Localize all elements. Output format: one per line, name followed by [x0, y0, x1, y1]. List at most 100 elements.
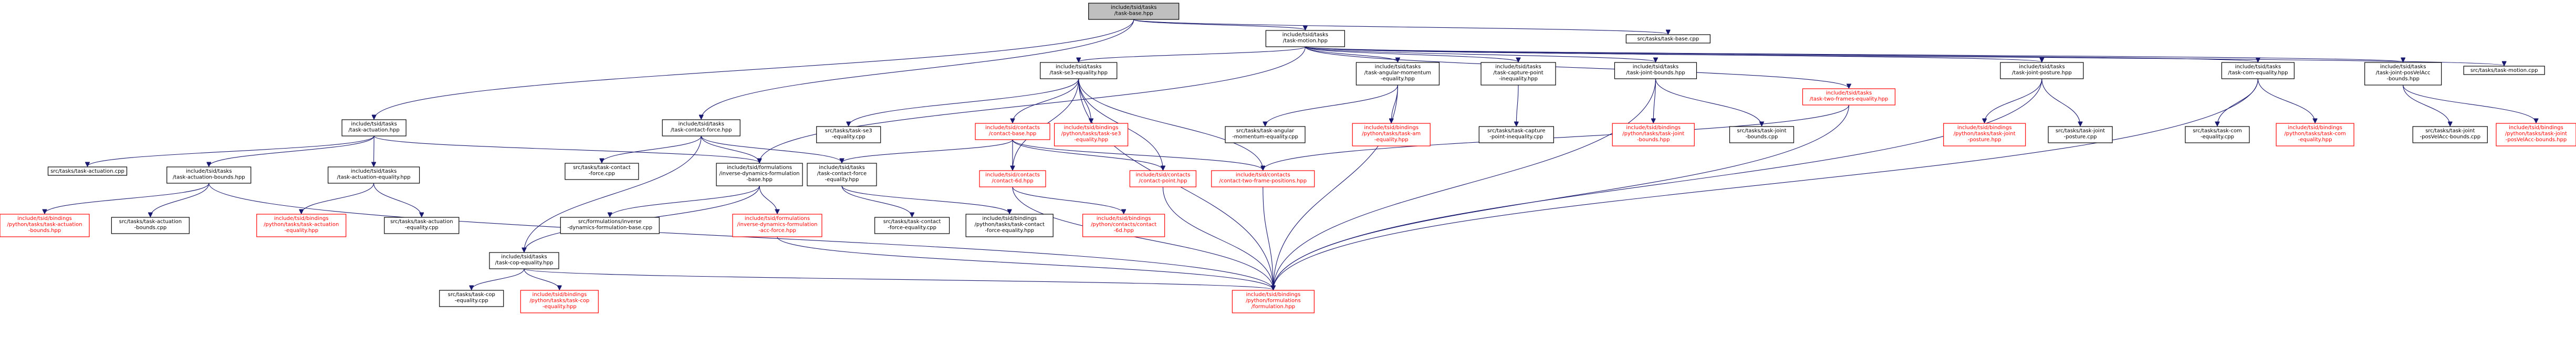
graph-node[interactable]: include/tsid/bindings/python/tasks/task-… [2496, 123, 2576, 146]
graph-node[interactable]: include/tsid/bindings/python/contacts/co… [1082, 214, 1165, 237]
graph-node[interactable]: include/tsid/tasks/task-actuation-bounds… [166, 166, 252, 184]
graph-node[interactable]: include/tsid/bindings/python/tasks/task-… [1054, 123, 1129, 146]
graph-node[interactable]: include/tsid/bindings/python/tasks/task-… [0, 214, 90, 237]
node-label-line: src/formulations/inverse [578, 219, 642, 225]
node-label-line: include/tsid/bindings [1064, 125, 1119, 131]
graph-node[interactable]: src/tasks/task-joint-bounds.cpp [1729, 126, 1795, 143]
dependency-edge [841, 185, 1009, 214]
graph-node[interactable]: include/tsid/tasks/task-contact-force.hp… [662, 119, 741, 136]
dependency-edge [610, 185, 760, 217]
graph-node[interactable]: include/tsid/bindings/python/tasks/task-… [520, 290, 599, 313]
graph-node[interactable]: src/tasks/task-contact-force-equality.cp… [874, 217, 950, 234]
graph-node[interactable]: include/tsid/bindings/python/tasks/task-… [1943, 123, 2026, 146]
node-box [1211, 170, 1315, 187]
node-label-line: include/tsid/bindings [2288, 125, 2342, 131]
node-box [1478, 126, 1554, 143]
node-label-line: include/tsid/bindings [532, 292, 587, 298]
node-box [1729, 126, 1795, 143]
node-box [2496, 123, 2576, 146]
node-label-line: -equality.hpp [825, 177, 859, 183]
graph-node[interactable]: src/tasks/task-actuation-bounds.cpp [111, 217, 190, 234]
graph-node[interactable]: src/tasks/task-cop-equality.cpp [439, 290, 504, 307]
dependency-edge [1263, 104, 1850, 170]
graph-node[interactable]: include/tsid/contacts/contact-two-frame-… [1211, 170, 1315, 187]
graph-node[interactable]: include/tsid/tasks/task-com-equality.hpp [2221, 62, 2295, 79]
dependency-edge [1263, 186, 1274, 290]
node-label-line: /task-joint-posture.hpp [2012, 70, 2072, 76]
dependency-edge [1133, 19, 1306, 30]
node-label-line: include/tsid/tasks [1111, 5, 1157, 10]
graph-node[interactable]: include/tsid/tasks/task-se3-equality.hpp [1040, 62, 1118, 79]
node-label-line: src/tasks/task-se3 [825, 128, 872, 134]
graph-node[interactable]: src/tasks/task-joint-posVelAcc-bounds.cp… [2412, 126, 2488, 143]
graph-node[interactable]: include/tsid/tasks/task-capture-point-in… [1480, 62, 1556, 86]
dependency-edge [45, 183, 210, 214]
dependency-edge [1305, 46, 2403, 62]
graph-node[interactable]: src/tasks/task-capture-point-inequality.… [1478, 126, 1554, 143]
graph-node[interactable]: include/tsid/contacts/contact-6d.hpp [979, 170, 1046, 187]
dependency-edge [701, 19, 1134, 119]
graph-node[interactable]: include/tsid/bindings/python/tasks/task-… [2276, 123, 2354, 146]
edges [45, 19, 2536, 290]
node-label-line: -equality.hpp [2298, 137, 2332, 143]
node-label-line: -equality.hpp [543, 304, 577, 310]
graph-node[interactable]: src/tasks/task-com-equality.cpp [2185, 126, 2250, 143]
graph-node[interactable]: include/tsid/contacts/contact-base.hpp [975, 123, 1050, 140]
graph-node[interactable]: src/tasks/task-se3-equality.cpp [816, 126, 881, 143]
node-label-line: /task-joint-posVelAcc [2376, 70, 2431, 76]
dependency-edge [1305, 46, 1655, 62]
node-label-line: include/tsid/formulations [727, 165, 792, 171]
graph-node[interactable]: include/tsid/tasks/task-angular-momentum… [1355, 62, 1440, 86]
node-label-line: -equality.cpp [2200, 134, 2234, 140]
graph-node[interactable]: include/tsid/tasks/task-motion.hpp [1265, 30, 1345, 47]
graph-node[interactable]: include/tsid/tasks/task-joint-posVelAcc-… [2364, 62, 2442, 86]
node-box [1480, 62, 1556, 86]
graph-node[interactable]: src/tasks/task-base.cpp [1625, 34, 1711, 44]
node-label-line: /python/tasks/task-se3 [1061, 131, 1121, 137]
node-label-line: -bounds.cpp [134, 225, 167, 231]
node-box [1614, 62, 1697, 79]
graph-node[interactable]: src/tasks/task-actuation-equality.cpp [384, 217, 460, 234]
graph-node[interactable]: include/tsid/bindings/python/tasks/task-… [1612, 123, 1695, 146]
graph-node[interactable]: src/tasks/task-contact-force.cpp [565, 163, 639, 180]
node-label-line: /python/tasks/task-com [2284, 131, 2345, 137]
graph-node[interactable]: include/tsid/tasks/task-two-frames-equal… [1802, 88, 1896, 106]
graph-node[interactable]: include/tsid/tasks/task-actuation.hpp [341, 119, 406, 136]
dependency-edge [842, 139, 1013, 163]
node-label-line: /task-contact-force.hpp [671, 128, 732, 133]
graph-node[interactable]: src/formulations/inverse-dynamics-formul… [560, 217, 660, 234]
graph-node[interactable]: src/tasks/task-joint-posture.cpp [2048, 126, 2113, 143]
node-label-line: src/tasks/task-actuation [390, 219, 453, 225]
node-label-line: include/tsid/tasks [1826, 90, 1872, 96]
node-label-line: include/tsid/bindings [1097, 216, 1151, 222]
dependency-edge [1985, 78, 2042, 123]
graph-node[interactable]: include/tsid/bindings/python/formulation… [1232, 290, 1315, 313]
node-box [2463, 66, 2545, 75]
node-label-line: include/tsid/bindings [1626, 125, 1681, 131]
graph-node[interactable]: include/tsid/tasks/task-actuation-equali… [328, 166, 420, 184]
dependency-edge [1273, 78, 1656, 290]
graph-node[interactable]: include/tsid/tasks/task-joint-posture.hp… [2000, 62, 2084, 79]
graph-node[interactable]: include/tsid/tasks/task-joint-bounds.hpp [1614, 62, 1697, 79]
graph-node[interactable]: include/tsid/tasks/task-contact-force-eq… [807, 163, 877, 186]
graph-node[interactable]: include/tsid/formulations/inverse-dynami… [716, 163, 803, 186]
graph-node[interactable]: src/tasks/task-actuation.cpp [47, 166, 128, 176]
graph-node[interactable]: include/tsid/tasks/task-cop-equality.hpp [489, 252, 559, 269]
graph-node[interactable]: include/tsid/bindings/python/tasks/task-… [1352, 123, 1431, 146]
graph-node[interactable]: include/tsid/contacts/contact-point.hpp [1129, 170, 1197, 187]
graph-node[interactable]: include/tsid/tasks/task-base.hpp [1088, 3, 1180, 20]
node-label-line: /python/tasks/task-am [1362, 131, 1421, 137]
node-box [2185, 126, 2250, 143]
graph-node[interactable]: include/tsid/bindings/python/tasks/task-… [256, 214, 347, 237]
node-label-line: include/tsid/tasks [186, 169, 232, 174]
graph-node[interactable]: src/tasks/task-angular-momentum-equality… [1225, 126, 1306, 143]
node-label-line: /python/tasks/task-actuation [7, 222, 82, 228]
graph-node[interactable]: include/tsid/bindings/python/tasks/task-… [965, 214, 1054, 237]
node-box [1352, 123, 1431, 146]
graph-node[interactable]: src/tasks/task-motion.cpp [2463, 66, 2545, 75]
graph-node[interactable]: include/tsid/formulations/inverse-dynami… [732, 214, 822, 237]
node-box [1129, 170, 1197, 187]
node-box [1625, 34, 1711, 44]
node-box [716, 163, 803, 186]
node-label-line: /inverse-dynamics-formulation [737, 222, 818, 228]
